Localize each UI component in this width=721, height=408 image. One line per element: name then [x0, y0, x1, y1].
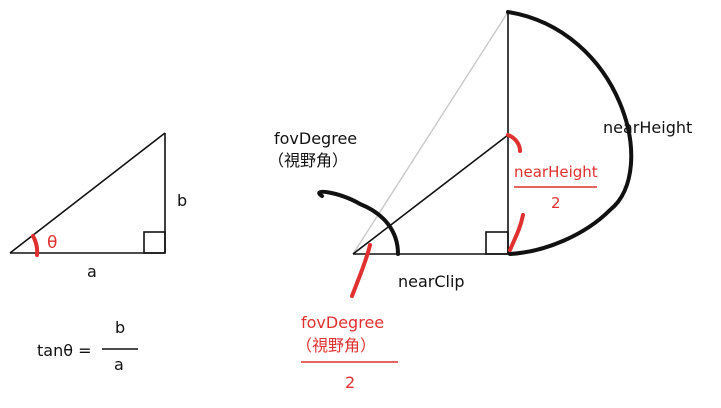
near-height-label: nearHeight — [603, 118, 692, 137]
half-height-top-arc — [506, 133, 522, 153]
half-fov-line1: fovDegree — [301, 313, 384, 332]
formula-numerator: b — [115, 318, 125, 337]
fov-angle-arc-pointer — [317, 189, 400, 256]
left-side-b-label: b — [177, 191, 187, 210]
half-height-denominator: 2 — [551, 194, 561, 212]
left-theta-arc — [31, 234, 40, 257]
half-height-numerator: nearHeight — [514, 163, 598, 181]
fov-label-line2: （視野角） — [268, 151, 348, 170]
half-fov-denominator: 2 — [345, 373, 355, 392]
half-fov-line2: （視野角） — [296, 336, 376, 355]
left-theta-label: θ — [47, 233, 57, 253]
half-fov-arc — [350, 243, 372, 298]
fov-label-line1: fovDegree — [274, 129, 357, 148]
right-right-angle-marker — [485, 231, 509, 255]
near-height-brace — [506, 10, 634, 256]
right-triangle — [352, 11, 509, 255]
half-height-bottom-arc — [508, 213, 525, 252]
left-hypotenuse — [9, 132, 166, 254]
near-clip-label: nearClip — [398, 272, 465, 291]
left-side-a-label: a — [87, 262, 97, 281]
right-half-hypotenuse — [352, 134, 509, 255]
left-triangle — [9, 132, 166, 257]
formula-lhs: tanθ = — [37, 341, 92, 360]
left-right-angle-marker — [143, 231, 166, 254]
right-full-hypotenuse — [352, 11, 509, 255]
formula-denominator: a — [114, 355, 124, 374]
tan-formula: tanθ = b a — [37, 318, 138, 374]
